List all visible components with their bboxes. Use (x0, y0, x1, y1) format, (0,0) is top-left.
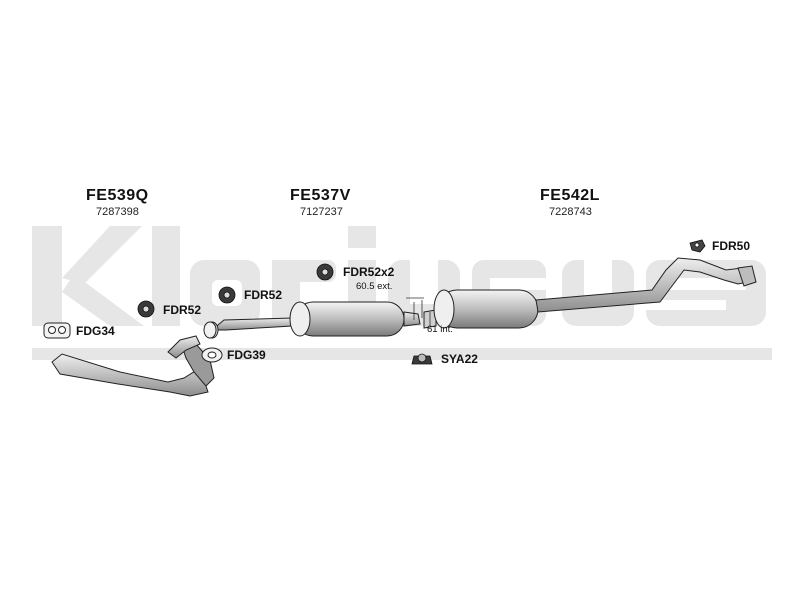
part-number-fe542l: 7228743 (549, 206, 592, 218)
part-code-fe539q: FE539Q (86, 187, 149, 204)
dimension-marks (406, 297, 431, 326)
fitting-label-fdr52-a: FDR52 (163, 303, 202, 317)
fitting-label-fdg39: FDG39 (227, 348, 266, 362)
dimension-ext: 60.5 ext. (356, 281, 393, 292)
gasket-icon-fdg34 (43, 322, 71, 339)
rubber-mount-icon-fdr52-a (137, 300, 155, 318)
clamp-icon-fdr50 (689, 239, 706, 253)
fitting-label-fdr52x2: FDR52x2 (343, 265, 395, 279)
front-pipe-fe539q (51, 335, 215, 397)
part-code-fe542l: FE542L (540, 187, 600, 204)
part-number-fe539q: 7287398 (96, 206, 139, 218)
part-code-fe537v: FE537V (290, 187, 351, 204)
fitting-label-sya22: SYA22 (441, 352, 478, 366)
dimension-int: 61 int. (427, 324, 453, 335)
gasket-icon-fdg39 (201, 347, 223, 363)
gasket-icon-fdg-flange (203, 321, 217, 339)
part-number-fe537v: 7127237 (300, 206, 343, 218)
clamp-icon-sya22 (411, 353, 433, 365)
centre-silencer-fe537v (205, 301, 421, 339)
fitting-label-fdr52-b: FDR52 (244, 288, 283, 302)
rubber-mount-icon-fdr52-b (218, 286, 236, 304)
rear-silencer-fe542l (423, 257, 757, 329)
fitting-label-fdr50: FDR50 (712, 239, 751, 253)
fitting-label-fdg34: FDG34 (76, 324, 115, 338)
rubber-mount-icon-fdr52x2 (316, 263, 334, 281)
